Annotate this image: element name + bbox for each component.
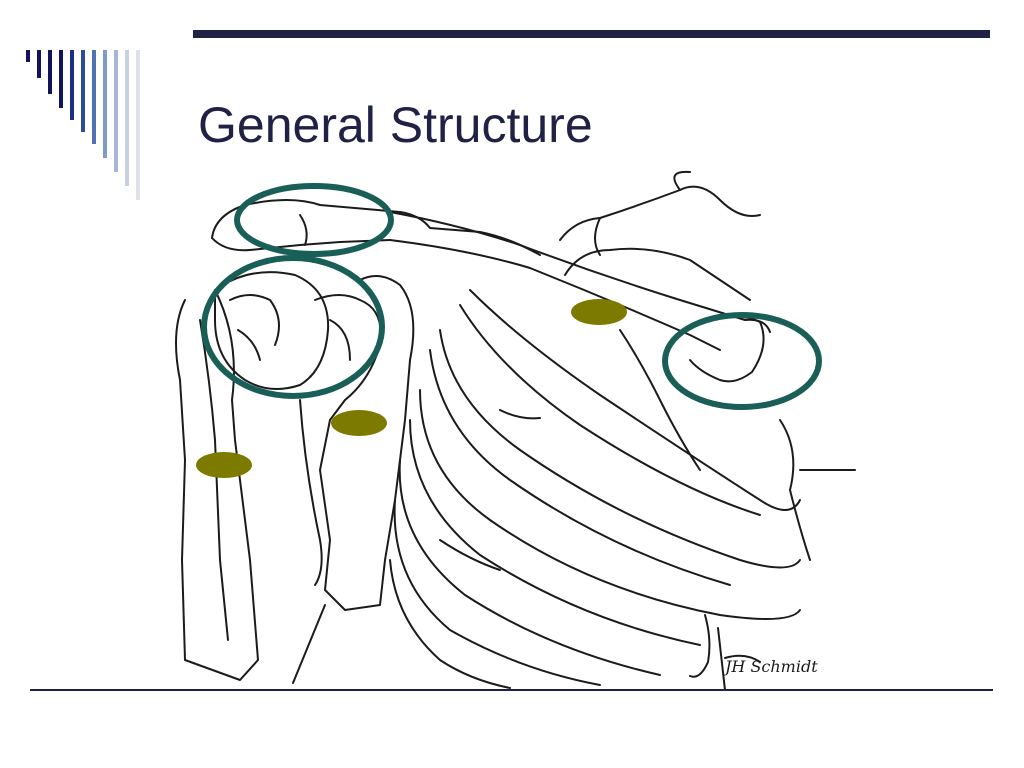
humeral-head: [214, 271, 330, 390]
humerus-outline: [175, 289, 259, 681]
stripe: [70, 50, 74, 120]
acromioclavicular-joint-circle: [234, 183, 394, 257]
marker-3: [196, 452, 252, 478]
decorative-stripes: [26, 50, 176, 210]
shoulder-anatomy-illustration: JH Schmidt: [175, 170, 856, 691]
marker-1: [571, 299, 627, 325]
sternoclavicular-joint-circle: [662, 312, 822, 410]
stripe: [92, 50, 96, 144]
scapula-outline: [314, 275, 415, 611]
marker-2: [331, 410, 387, 436]
stripe: [114, 50, 118, 172]
signature-text: JH Schmidt: [722, 657, 818, 676]
rib-1: [469, 289, 801, 511]
rib-3: [419, 389, 801, 620]
highlight-circles: [201, 183, 822, 410]
slide-title: General Structure: [198, 97, 593, 153]
stripe: [125, 50, 129, 186]
rib-4: [398, 459, 661, 676]
stripe: [48, 50, 52, 94]
bursa-markers: [196, 299, 627, 478]
line-art: [175, 170, 856, 691]
stripe: [103, 50, 107, 158]
stripe: [37, 50, 41, 78]
glenohumeral-joint-circle: [201, 255, 385, 399]
stripe: [59, 50, 63, 108]
stripe: [81, 50, 85, 132]
signature: [689, 614, 761, 691]
stripe: [26, 50, 30, 62]
bottom-rule: [30, 689, 993, 691]
rib-2: [439, 329, 801, 569]
stripe: [136, 50, 140, 200]
top-rule: [193, 30, 990, 38]
acromion: [211, 199, 541, 256]
cervical-vertebrae: [559, 185, 761, 241]
